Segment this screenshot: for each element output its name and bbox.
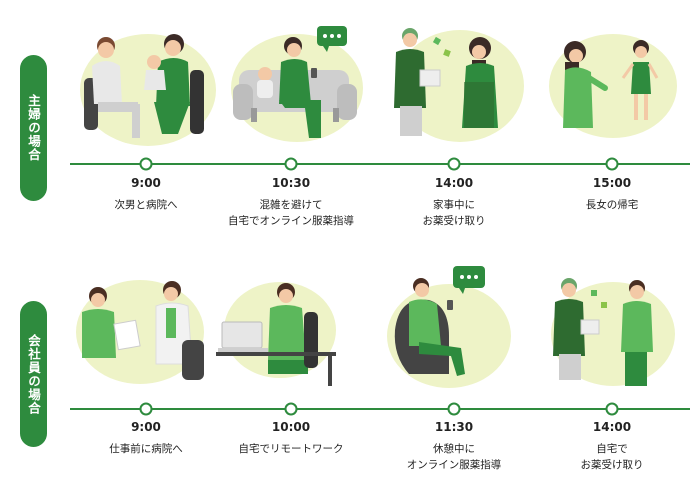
desc-line: お薬受け取り — [580, 459, 644, 471]
desc-line: 自宅で — [596, 443, 628, 455]
timeline-row-office-worker: 会社員の場合 9:00 仕事前に病院へ — [0, 248, 700, 496]
step-description: 自宅でリモートワーク — [216, 441, 366, 457]
timeline-node — [139, 402, 153, 416]
row-label: 主婦の場合 — [20, 55, 47, 201]
timeline-node — [447, 157, 461, 171]
step-description: 仕事前に病院へ — [71, 441, 221, 457]
delivery-receive-illustration — [537, 256, 687, 396]
step-time: 10:00 — [271, 420, 311, 434]
desc-line: 休憩中に — [433, 443, 475, 455]
step-time: 9:00 — [131, 420, 161, 434]
timeline-node — [605, 157, 619, 171]
clinic-visit-illustration — [70, 8, 220, 148]
desc-line: 混雑を避けて — [259, 199, 323, 211]
step-time: 11:30 — [434, 420, 474, 434]
timeline-node — [284, 402, 298, 416]
step-time: 14:00 — [434, 176, 474, 190]
desc-line: 自宅でオンライン服薬指導 — [228, 215, 354, 227]
step-time: 15:00 — [592, 176, 632, 190]
timeline-line — [70, 408, 690, 410]
row-label: 会社員の場合 — [20, 301, 47, 447]
timeline-row-housewife: 主婦の場合 9:00 次男と病院へ — [20, 8, 690, 229]
step-description: 自宅で お薬受け取り — [537, 441, 687, 473]
home-delivery-illustration — [380, 8, 530, 148]
desc-line: 次男と病院へ — [114, 199, 178, 211]
step-time: 9:00 — [131, 176, 161, 190]
step-description: 混雑を避けて 自宅でオンライン服薬指導 — [216, 197, 366, 229]
desc-line: 家事中に — [433, 199, 475, 211]
step-description: 次男と病院へ — [71, 197, 221, 213]
desc-line: 自宅でリモートワーク — [238, 443, 344, 455]
step-description: 長女の帰宅 — [537, 197, 687, 213]
doctor-visit-illustration — [70, 256, 220, 396]
desc-line: オンライン服薬指導 — [406, 459, 502, 471]
desc-line: お薬受け取り — [422, 215, 486, 227]
sofa-consultation-illustration — [225, 8, 375, 148]
desc-line: 長女の帰宅 — [585, 199, 639, 211]
step-description: 休憩中に オンライン服薬指導 — [379, 441, 529, 473]
timeline-node — [447, 402, 461, 416]
step-description: 家事中に お薬受け取り — [379, 197, 529, 229]
remote-work-illustration — [216, 256, 366, 396]
daughter-home-illustration — [537, 8, 687, 148]
timeline-line — [70, 163, 690, 165]
break-consultation-illustration — [379, 256, 529, 396]
timeline-node — [605, 402, 619, 416]
timeline-node — [139, 157, 153, 171]
timeline-node — [284, 157, 298, 171]
step-time: 10:30 — [271, 176, 311, 190]
step-time: 14:00 — [592, 420, 632, 434]
desc-line: 仕事前に病院へ — [109, 443, 183, 455]
